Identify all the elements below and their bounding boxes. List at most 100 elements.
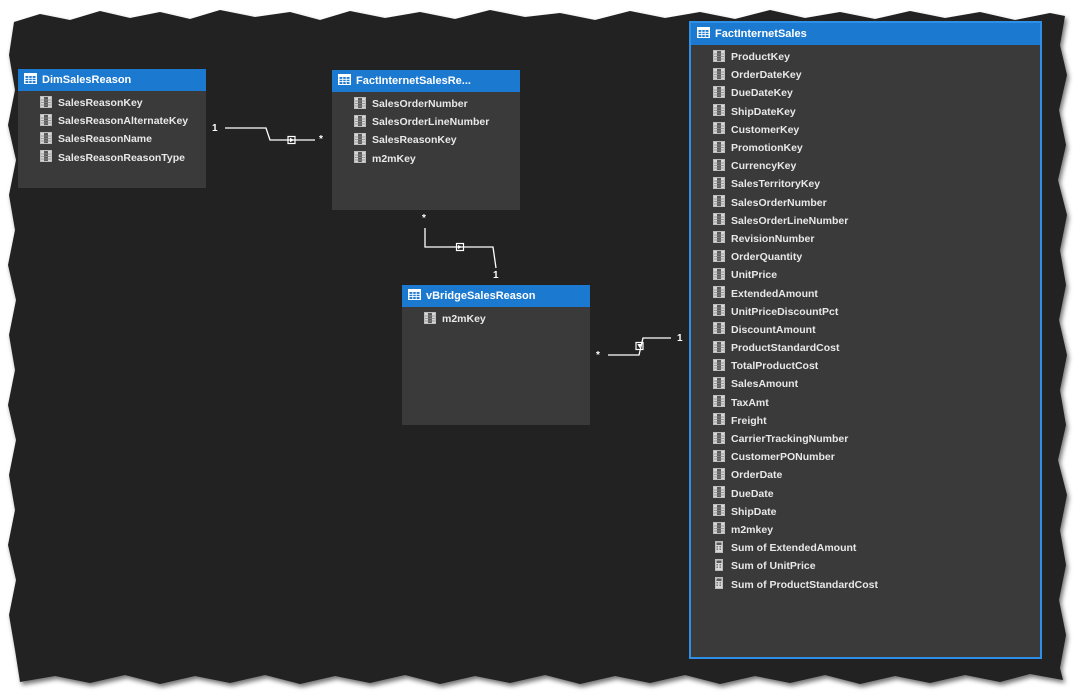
column-row[interactable]: ProductKey (691, 48, 1040, 66)
column-label: RevisionNumber (731, 232, 815, 245)
column-row[interactable]: CustomerPONumber (691, 448, 1040, 466)
measure-row[interactable]: Sum of ProductStandardCost (691, 575, 1040, 593)
column-label: CurrencyKey (731, 160, 797, 173)
column-row[interactable]: SalesOrderLineNumber (332, 113, 520, 131)
column-row[interactable]: ShipDate (691, 503, 1040, 521)
column-icon (713, 467, 725, 483)
column-icon (713, 286, 725, 301)
column-icon (713, 413, 725, 428)
measure-calculator-icon (713, 540, 725, 556)
column-row[interactable]: TaxAmt (691, 394, 1040, 412)
column-icon (713, 376, 725, 392)
column-icon (713, 122, 725, 137)
cardinality-one-label: 1 (677, 333, 683, 344)
column-row[interactable]: SalesReasonAlternateKey (18, 112, 206, 130)
column-row[interactable]: SalesOrderLineNumber (691, 212, 1040, 230)
column-icon (713, 195, 725, 210)
cardinality-many-label: * (319, 134, 323, 145)
column-label: SalesAmount (731, 378, 799, 391)
cardinality-one-label: 1 (493, 270, 499, 281)
table-header[interactable]: FactInternetSalesRe... (332, 70, 520, 92)
column-icon (713, 140, 725, 156)
column-icon (713, 49, 725, 65)
column-row[interactable]: SalesReasonKey (332, 131, 520, 149)
column-row[interactable]: SalesAmount (691, 375, 1040, 393)
column-label: m2mkey (731, 523, 774, 536)
table-grid-icon (24, 73, 37, 87)
table-title: DimSalesReason (42, 74, 132, 86)
column-label: CustomerKey (731, 123, 800, 136)
column-row[interactable]: RevisionNumber (691, 230, 1040, 248)
column-row[interactable]: PromotionKey (691, 139, 1040, 157)
column-row[interactable]: SalesOrderNumber (332, 95, 520, 113)
column-label: UnitPriceDiscountPct (731, 305, 839, 318)
column-label: DiscountAmount (731, 323, 816, 336)
column-icon (713, 176, 725, 192)
column-row[interactable]: ExtendedAmount (691, 284, 1040, 302)
column-icon (713, 504, 725, 519)
column-row[interactable]: OrderDateKey (691, 66, 1040, 84)
column-label: SalesOrderNumber (731, 196, 827, 209)
column-row[interactable]: SalesReasonReasonType (18, 149, 206, 167)
column-icon (713, 67, 725, 83)
column-icon (354, 132, 366, 148)
column-icon (713, 231, 725, 246)
column-icon (354, 151, 366, 166)
column-label: m2mKey (372, 152, 416, 165)
column-label: ProductKey (731, 51, 790, 64)
column-row[interactable]: ProductStandardCost (691, 339, 1040, 357)
column-icon (713, 522, 725, 537)
relationship-arrow-marker (455, 242, 465, 252)
table-vbridge-sales-reason[interactable]: vBridgeSalesReason m2mKey (402, 285, 590, 425)
column-row[interactable]: DueDateKey (691, 84, 1040, 102)
column-row[interactable]: CurrencyKey (691, 157, 1040, 175)
column-row[interactable]: UnitPriceDiscountPct (691, 303, 1040, 321)
column-row[interactable]: SalesOrderNumber (691, 194, 1040, 212)
column-row[interactable]: SalesTerritoryKey (691, 175, 1040, 193)
column-row[interactable]: Freight (691, 412, 1040, 430)
column-row[interactable]: m2mKey (402, 310, 590, 328)
measure-calculator-icon (713, 558, 725, 574)
column-row[interactable]: OrderDate (691, 466, 1040, 484)
column-row[interactable]: m2mkey (691, 521, 1040, 539)
column-icon (713, 213, 725, 228)
table-title: FactInternetSalesRe... (356, 75, 471, 87)
column-row[interactable]: OrderQuantity (691, 248, 1040, 266)
column-icon (713, 104, 725, 119)
column-icon (40, 113, 52, 129)
column-label: ShipDateKey (731, 105, 796, 118)
measure-row[interactable]: Sum of UnitPrice (691, 557, 1040, 575)
cardinality-one-label: 1 (212, 123, 218, 134)
column-row[interactable]: CarrierTrackingNumber (691, 430, 1040, 448)
column-row[interactable]: DiscountAmount (691, 321, 1040, 339)
measure-label: Sum of ExtendedAmount (731, 542, 857, 555)
table-grid-icon (338, 74, 351, 88)
relationship-arrow-head (458, 245, 462, 249)
column-row[interactable]: TotalProductCost (691, 357, 1040, 375)
column-row[interactable]: DueDate (691, 485, 1040, 503)
table-header[interactable]: vBridgeSalesReason (402, 285, 590, 307)
column-label: SalesReasonKey (58, 97, 143, 110)
table-header[interactable]: DimSalesReason (18, 69, 206, 91)
column-icon (713, 449, 725, 465)
column-icon (713, 358, 725, 374)
column-label: SalesReasonName (58, 133, 152, 146)
column-label: SalesReasonAlternateKey (58, 115, 189, 128)
column-row[interactable]: m2mKey (332, 150, 520, 168)
column-row[interactable]: ShipDateKey (691, 103, 1040, 121)
table-header[interactable]: FactInternetSales (691, 23, 1040, 45)
column-row[interactable]: UnitPrice (691, 266, 1040, 284)
column-row[interactable]: SalesReasonName (18, 130, 206, 148)
relationship-line-bridge-to-fact-sales[interactable] (608, 337, 671, 356)
column-label: SalesTerritoryKey (731, 178, 821, 191)
measure-row[interactable]: Sum of ExtendedAmount (691, 539, 1040, 557)
column-row[interactable]: SalesReasonKey (18, 94, 206, 112)
table-grid-icon (408, 289, 421, 303)
column-row[interactable]: CustomerKey (691, 121, 1040, 139)
column-icon (713, 249, 725, 265)
